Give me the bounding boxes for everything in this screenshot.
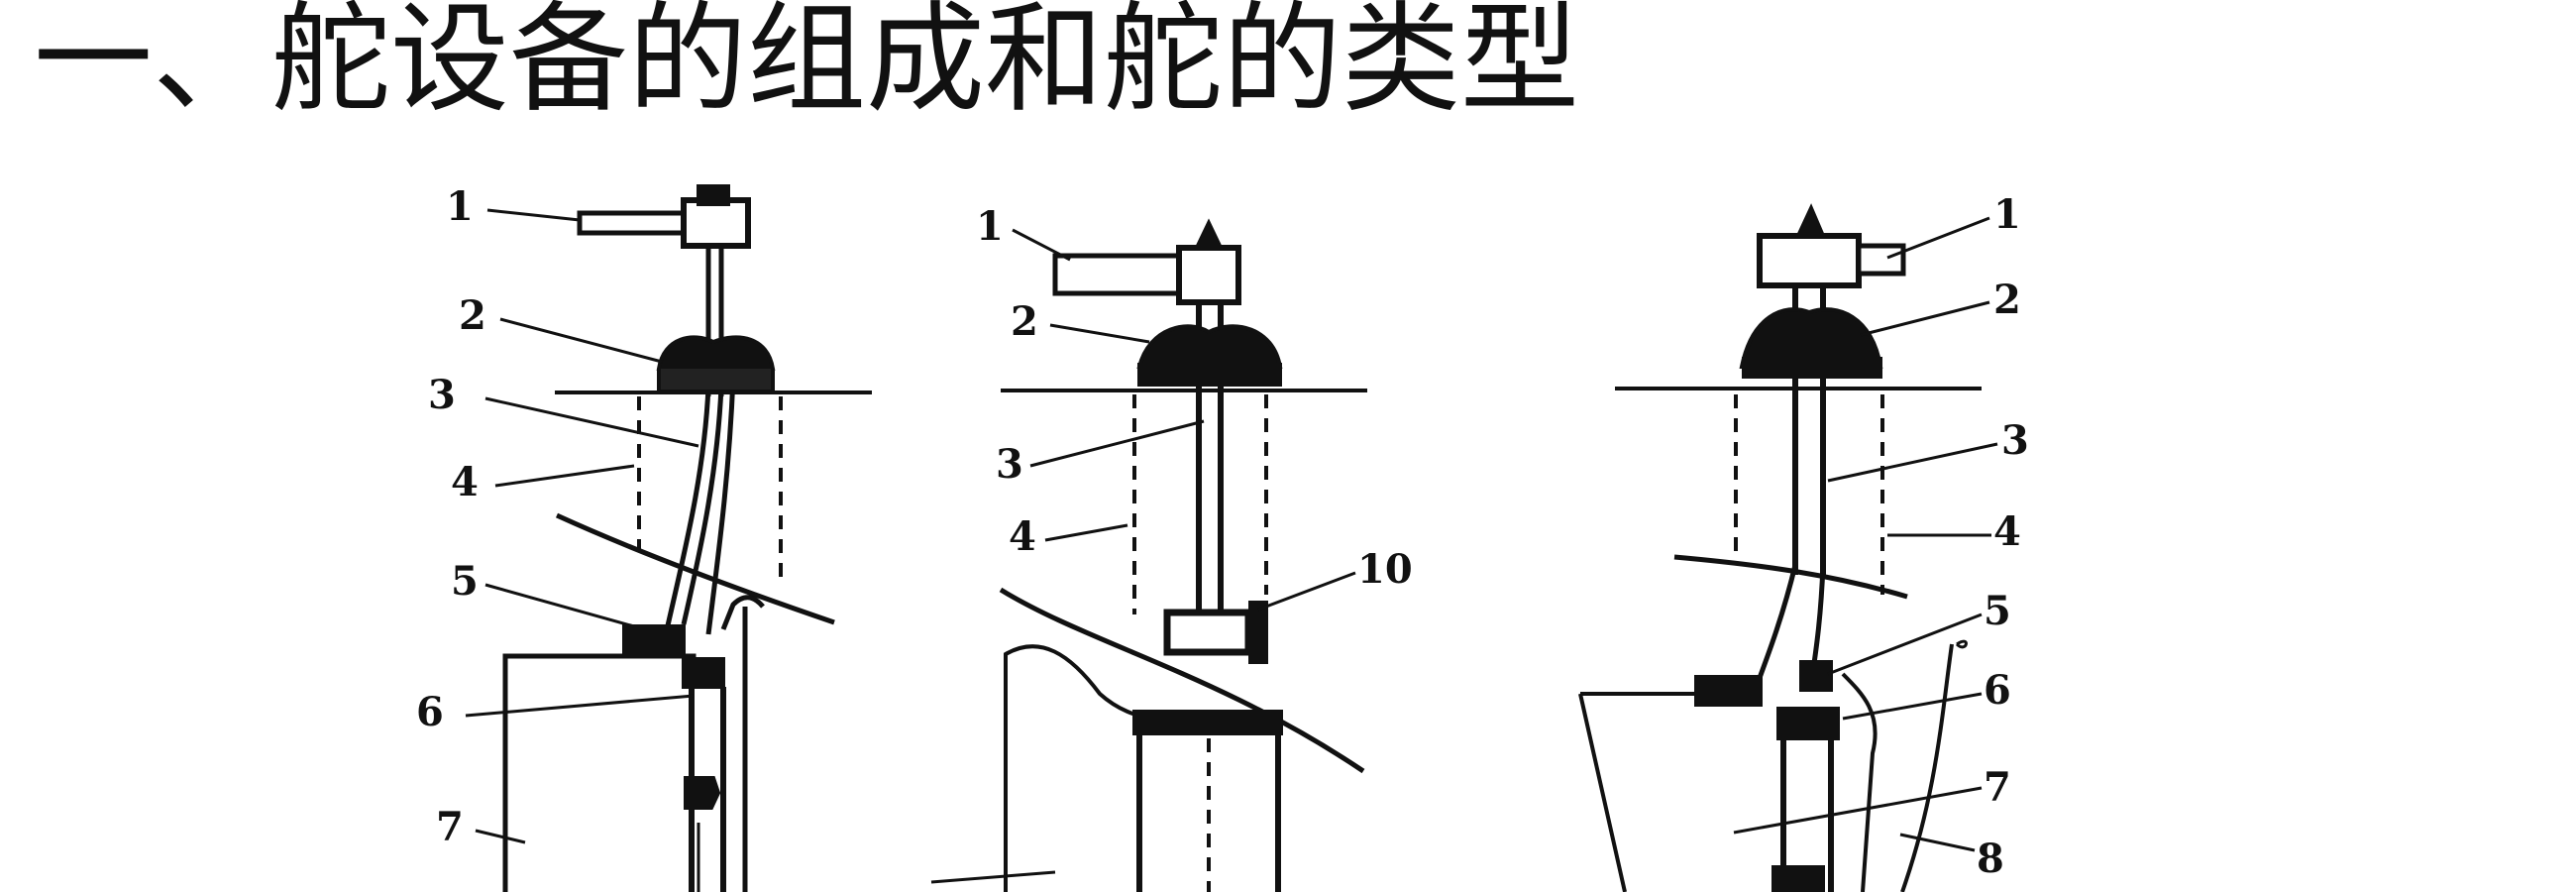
neck-bearing-a	[622, 595, 765, 892]
rudder-blade-c	[1578, 639, 1968, 892]
callout-a-1: 1	[446, 183, 474, 230]
figure-a	[465, 184, 872, 892]
callout-c-7: 7	[1984, 764, 2011, 811]
page-title: 一、舵设备的组成和舵的类型	[34, 0, 1579, 129]
callout-b-10: 10	[1357, 546, 1413, 593]
callout-c-3: 3	[2001, 417, 2029, 464]
carrier-bearing-a	[656, 335, 776, 393]
figure-c	[1578, 203, 1998, 892]
rudder-trunk-c	[1734, 394, 1884, 595]
carrier-bearing-b	[1136, 324, 1283, 387]
hull-line-a	[555, 512, 835, 625]
rudder-trunk-b	[1132, 394, 1268, 614]
carrier-bearing-c	[1739, 307, 1883, 379]
callout-a-5: 5	[451, 558, 479, 605]
hull-line-c	[1673, 554, 1908, 600]
callout-a-3: 3	[428, 372, 456, 418]
callout-c-2: 2	[1993, 277, 2021, 323]
callout-b-3: 3	[996, 441, 1023, 488]
neck-bearing-c	[1694, 660, 1833, 707]
rudder-trunk-a	[637, 396, 783, 585]
bush-b	[1163, 601, 1268, 664]
tiller-c	[1757, 203, 1906, 288]
tiller-b	[1052, 218, 1241, 305]
callout-c-5: 5	[1984, 588, 2011, 634]
leaders-a	[465, 208, 699, 844]
callout-a-4: 4	[451, 459, 479, 505]
callout-c-4: 4	[1993, 508, 2021, 555]
callout-a-2: 2	[459, 292, 486, 339]
tiller-a	[577, 184, 751, 249]
callout-b-1: 1	[976, 203, 1004, 250]
rudder-stock-a	[663, 246, 736, 635]
callout-c-1: 1	[1993, 191, 2021, 238]
callout-c-8: 8	[1977, 836, 2004, 882]
callout-c-6: 6	[1984, 667, 2011, 714]
leaders-c	[1733, 216, 1998, 852]
figure-b	[930, 218, 1367, 892]
callout-b-4: 4	[1009, 513, 1036, 560]
callout-b-2: 2	[1011, 298, 1038, 345]
rudder-blade-a	[502, 653, 726, 892]
callout-a-6: 6	[416, 689, 444, 735]
hull-line-b	[999, 587, 1365, 774]
leaders-b	[930, 228, 1356, 884]
rudder-blade-b	[1004, 644, 1283, 892]
callout-a-7: 7	[436, 804, 464, 850]
